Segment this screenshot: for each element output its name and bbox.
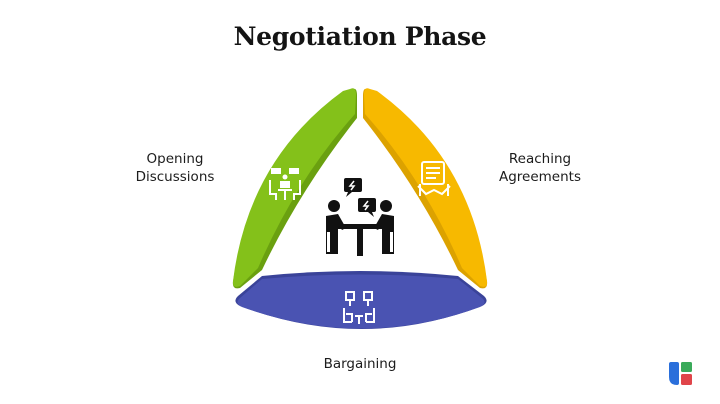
segment-opening-discussions [232, 88, 357, 289]
meeting-table-icon [269, 168, 301, 200]
page-title: Negotiation Phase [233, 22, 487, 51]
label-opening-discussions: Opening Discussions [115, 150, 235, 186]
label-line: Agreements [498, 169, 581, 185]
negotiation-people-icon [326, 178, 394, 256]
label-reaching-agreements: Reaching Agreements [480, 150, 600, 186]
label-line: Bargaining [323, 356, 397, 372]
segment-reaching-agreements [363, 88, 488, 289]
handshake-contract-icon [417, 161, 451, 196]
label-line: Reaching [508, 151, 572, 167]
label-line: Opening [146, 151, 204, 167]
label-line: Discussions [135, 169, 215, 185]
label-bargaining: Bargaining [300, 355, 420, 373]
bargaining-people-icon [343, 291, 375, 324]
brand-logo-icon [669, 362, 692, 385]
segment-bargaining [235, 271, 487, 329]
